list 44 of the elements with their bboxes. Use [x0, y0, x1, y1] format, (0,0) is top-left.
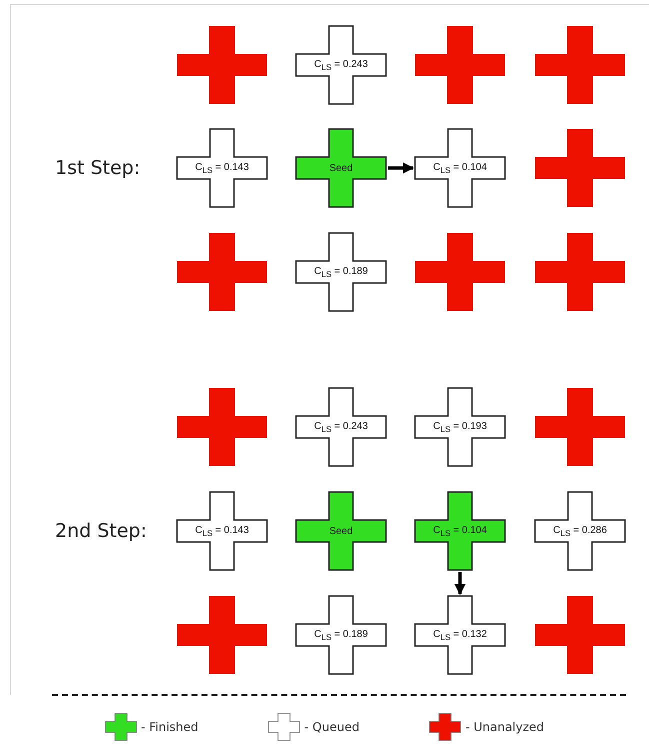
cell-cross	[415, 129, 505, 207]
cell-cross	[415, 596, 505, 674]
cell-label: Seed	[329, 526, 353, 536]
cell-cross	[296, 233, 386, 311]
cell-label: C$_{LS}$ = 0.104	[433, 162, 487, 174]
cell-cross	[535, 492, 625, 570]
unanalyzed-cross	[415, 26, 505, 104]
cell-label: C$_{LS}$ = 0.143	[195, 524, 249, 538]
unanalyzed-cross	[535, 233, 625, 311]
cell-label: C$_{LS}$ = 0.132	[433, 628, 487, 642]
unanalyzed-cross	[177, 233, 267, 311]
cell-cross	[177, 492, 267, 570]
arrow	[388, 162, 414, 174]
cell-cross	[296, 492, 386, 570]
unanalyzed-cross	[177, 596, 267, 674]
cell-cross	[296, 26, 386, 104]
step-label: 1st Step:	[55, 157, 140, 179]
unanalyzed-cross	[535, 596, 625, 674]
cell-label: C$_{LS}$ = 0.243	[314, 420, 368, 434]
cell-label: C$_{LS}$ = 0.189	[314, 266, 368, 278]
legend-text: - Unanalyzed	[465, 720, 544, 734]
unanalyzed-cross	[535, 388, 625, 466]
legend-text: - Finished	[140, 720, 198, 734]
cell-label: C$_{LS}$ = 0.143	[195, 162, 249, 174]
cell-cross	[177, 129, 267, 207]
arrow	[454, 572, 466, 596]
cell-label: C$_{LS}$ = 0.286	[553, 524, 607, 538]
cell-label: C$_{LS}$ = 0.193	[433, 420, 487, 434]
cell-cross	[415, 388, 505, 466]
cell-label: Seed	[329, 162, 353, 174]
unanalyzed-cross	[415, 233, 505, 311]
unanalyzed-cross	[535, 26, 625, 104]
unanalyzed-cross	[177, 388, 267, 466]
legend-text: - Queued	[304, 720, 360, 734]
cell-label: C$_{LS}$ = 0.189	[314, 628, 368, 642]
cell-label: C$_{LS}$ = 0.243	[314, 58, 368, 72]
cell-label: C$_{LS}$ = 0.104	[433, 524, 487, 538]
step-label: 2nd Step:	[55, 520, 147, 542]
cell-cross	[296, 388, 386, 466]
unanalyzed-cross	[535, 129, 625, 207]
cell-cross	[296, 596, 386, 674]
unanalyzed-cross	[177, 26, 267, 104]
cell-cross	[415, 492, 505, 570]
cell-cross	[296, 129, 386, 207]
